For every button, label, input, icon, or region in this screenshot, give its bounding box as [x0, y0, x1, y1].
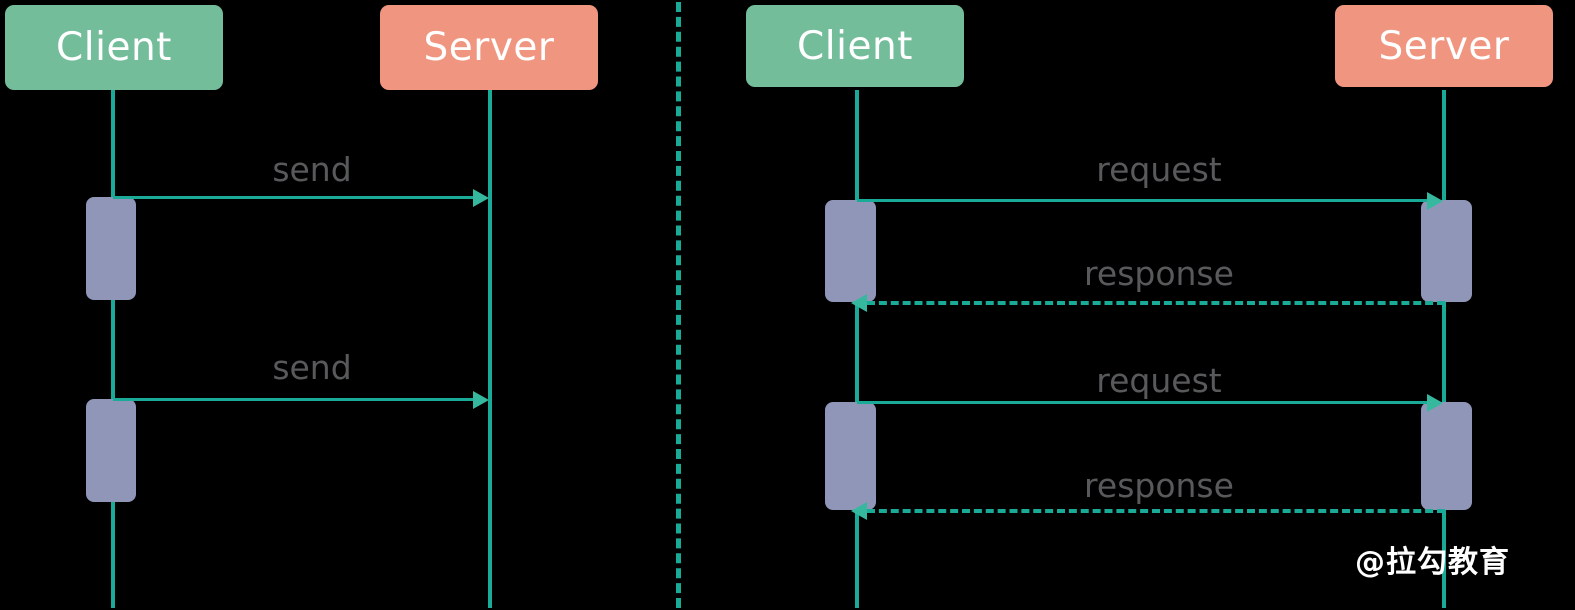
message-arrowhead-left-2 — [473, 391, 489, 409]
lifeline-left-server — [488, 90, 492, 608]
message-label-right-3: request — [1096, 361, 1222, 400]
lifeline-right-server — [1442, 90, 1446, 608]
message-label-right-2: response — [1084, 254, 1234, 293]
activation-left-client-1 — [86, 197, 136, 300]
watermark-label: @拉勾教育 — [1355, 545, 1510, 580]
diagram-divider — [676, 2, 681, 608]
message-arrowhead-right-3 — [1427, 394, 1443, 412]
message-line-right-1 — [857, 199, 1431, 202]
participant-right-server-label: Server — [1378, 23, 1510, 69]
message-line-left-2 — [113, 398, 475, 401]
participant-left-server-label: Server — [423, 25, 555, 70]
participant-right-server[interactable]: Server — [1335, 5, 1553, 87]
activation-left-client-2 — [86, 399, 136, 502]
message-line-left-1 — [113, 196, 475, 199]
message-label-left-1: send — [272, 150, 352, 189]
participant-right-client-label: Client — [797, 23, 913, 69]
message-arrowhead-right-4 — [851, 502, 867, 520]
activation-right-server-1 — [1421, 200, 1472, 302]
message-label-left-2: send — [272, 348, 352, 387]
activation-right-client-2 — [825, 402, 876, 510]
lifeline-left-client — [111, 90, 115, 608]
participant-left-client[interactable]: Client — [5, 5, 223, 90]
message-label-right-1: request — [1096, 150, 1222, 189]
message-line-right-4 — [867, 509, 1445, 513]
participant-left-client-label: Client — [56, 25, 172, 70]
activation-right-client-1 — [825, 200, 876, 302]
participant-left-server[interactable]: Server — [380, 5, 598, 90]
message-arrowhead-right-1 — [1427, 192, 1443, 210]
message-line-right-2 — [867, 301, 1445, 305]
message-line-right-3 — [857, 401, 1431, 404]
lifeline-right-client — [855, 90, 859, 608]
activation-right-server-2 — [1421, 402, 1472, 510]
message-arrowhead-right-2 — [851, 294, 867, 312]
participant-right-client[interactable]: Client — [746, 5, 964, 87]
message-label-right-4: response — [1084, 466, 1234, 505]
message-arrowhead-left-1 — [473, 189, 489, 207]
